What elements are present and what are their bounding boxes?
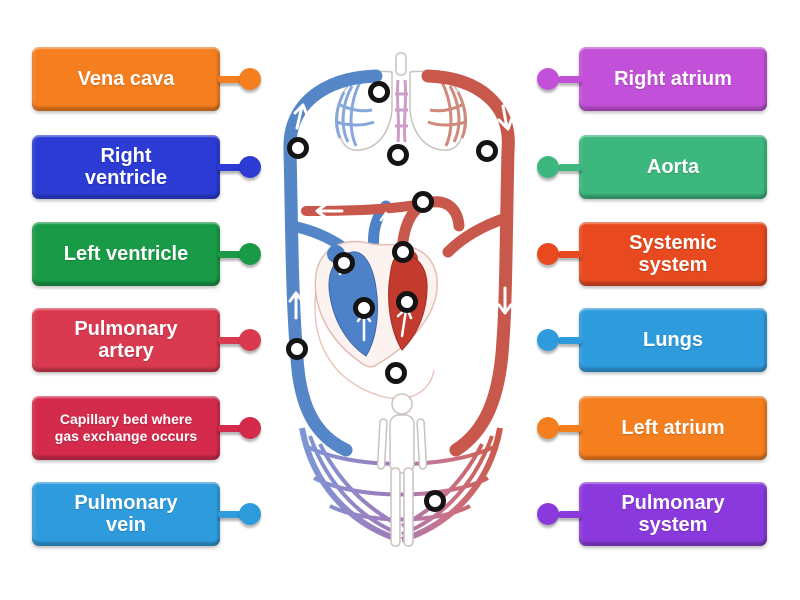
label-lungs[interactable]: Lungs [536,308,768,372]
label-box[interactable]: Aorta [579,135,767,199]
label-pulmonary-vein[interactable]: Pulmonary vein [32,482,264,546]
label-capillary-bed[interactable]: Capillary bed where gas exchange occurs [32,396,264,460]
target-dot-upper-center[interactable] [387,144,409,166]
label-text: Systemic system [629,231,717,276]
connector-dot [537,503,559,525]
label-box[interactable]: Right ventricle [32,135,220,199]
connector-stem [218,337,242,344]
connector-stem [218,164,242,171]
lung-center-mesh [395,79,408,143]
left-lung-mesh [335,81,375,147]
connector-dot [537,68,559,90]
connector-dot [537,156,559,178]
label-systemic-system[interactable]: Systemic system [536,222,768,286]
label-pulmonary-artery[interactable]: Pulmonary artery [32,308,264,372]
target-dot-body-capillary[interactable] [424,490,446,512]
label-text: Right ventricle [84,144,168,189]
connector-stem [558,425,582,432]
label-pulmonary-system[interactable]: Pulmonary system [536,482,768,546]
label-box[interactable]: Left atrium [579,396,767,460]
label-text: Vena cava [77,67,175,90]
label-text: Capillary bed where gas exchange occurs [54,411,198,444]
connector-dot [239,329,261,351]
connector-stem [558,511,582,518]
label-vena-cava[interactable]: Vena cava [32,47,264,111]
label-text: Left ventricle [63,242,189,265]
connector-stem [218,511,242,518]
label-box[interactable]: Right atrium [579,47,767,111]
label-aorta[interactable]: Aorta [536,135,768,199]
connector-dot [239,156,261,178]
connector-stem [218,251,242,258]
target-dot-lungs[interactable] [368,81,390,103]
label-text: Right atrium [614,67,732,90]
label-right-atrium[interactable]: Right atrium [536,47,768,111]
connector-dot [537,329,559,351]
target-dot-heart-upper-left[interactable] [333,252,355,274]
label-box[interactable]: Pulmonary vein [32,482,220,546]
connector-dot [239,243,261,265]
lungs-shape [336,52,466,151]
label-box[interactable]: Pulmonary artery [32,308,220,372]
label-box[interactable]: Systemic system [579,222,767,286]
human-figure [376,393,428,547]
label-text: Pulmonary artery [74,317,178,362]
label-text: Left atrium [621,416,725,439]
target-dot-upper-right-vessel[interactable] [476,140,498,162]
label-text: Pulmonary system [621,491,725,536]
connector-stem [558,251,582,258]
connector-dot [239,417,261,439]
label-text: Aorta [646,155,700,178]
connector-dot [537,243,559,265]
label-box[interactable]: Left ventricle [32,222,220,286]
label-box[interactable]: Capillary bed where gas exchange occurs [32,396,220,460]
connector-dot [239,503,261,525]
connector-dot [537,417,559,439]
connector-stem [218,425,242,432]
target-dot-below-heart[interactable] [385,362,407,384]
connector-dot [239,68,261,90]
label-box[interactable]: Lungs [579,308,767,372]
label-box[interactable]: Pulmonary system [579,482,767,546]
target-dot-upper-left-vessel[interactable] [287,137,309,159]
connector-stem [558,76,582,83]
label-box[interactable]: Vena cava [32,47,220,111]
right-lung-mesh [427,81,467,147]
label-text: Pulmonary vein [74,491,178,536]
label-right-ventricle[interactable]: Right ventricle [32,135,264,199]
connector-stem [218,76,242,83]
connector-stem [558,164,582,171]
target-dot-left-vessel[interactable] [286,338,308,360]
label-text: Lungs [643,328,703,351]
label-left-atrium[interactable]: Left atrium [536,396,768,460]
target-dot-aorta-arch[interactable] [412,191,434,213]
connector-stem [558,337,582,344]
label-left-ventricle[interactable]: Left ventricle [32,222,264,286]
target-dot-heart-lower-left[interactable] [353,297,375,319]
target-dot-heart-lower-right[interactable] [396,291,418,313]
target-dot-heart-upper-right[interactable] [392,241,414,263]
